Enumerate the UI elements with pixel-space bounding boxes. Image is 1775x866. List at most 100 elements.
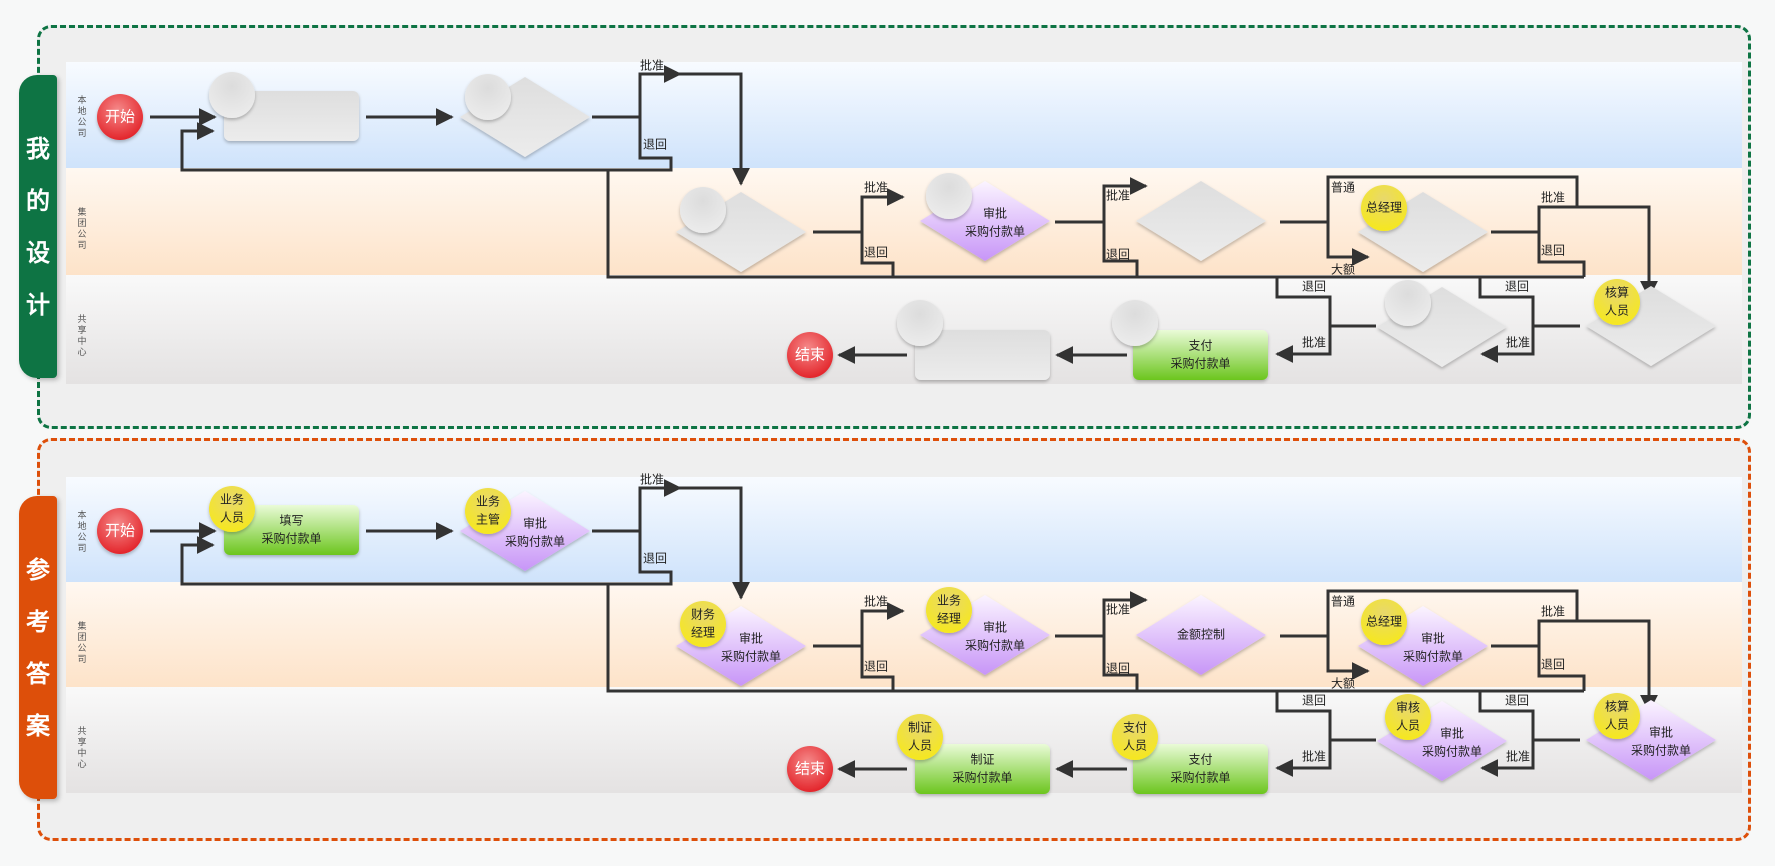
role-fill-form bbox=[209, 72, 255, 118]
lane-label: 共享中心 bbox=[77, 727, 87, 770]
start-node-label: 开始 bbox=[105, 522, 135, 540]
edge-label-large: 大额 bbox=[1331, 677, 1355, 691]
role-biz-mgr-label: 业务 bbox=[937, 593, 961, 608]
role-payment-label: 支付 bbox=[1123, 721, 1147, 735]
edge-label-approve: 批准 bbox=[1302, 749, 1326, 764]
edge-label-approve: 批准 bbox=[864, 594, 888, 609]
line-auditor-reject bbox=[1275, 277, 1332, 326]
arrow-amount-large bbox=[1326, 636, 1370, 680]
role-auditor bbox=[1385, 694, 1431, 740]
answer-flow: 开始填写采购付款单业务人员审批采购付款单业务主管批准退回审批采购付款单财务经理批… bbox=[97, 472, 1716, 794]
decision-general-manager-label: 采购付款单 bbox=[1403, 649, 1463, 664]
task-fill-form bbox=[224, 91, 359, 141]
task-voucher-label: 采购付款单 bbox=[952, 770, 1012, 785]
line-finance-reject bbox=[860, 646, 895, 691]
tab-char: 设 bbox=[26, 238, 50, 267]
edge-label-approve: 批准 bbox=[1106, 188, 1130, 203]
line-amount-normal bbox=[1280, 589, 1579, 638]
role-biz-supervisor bbox=[465, 74, 511, 120]
task-voucher bbox=[915, 744, 1050, 794]
line-accountant-reject bbox=[1478, 277, 1535, 326]
role-accountant-label: 核算 bbox=[1605, 285, 1629, 300]
task-fill-form-label: 填写 bbox=[279, 514, 303, 528]
decision-biz-mgr-label: 审批 bbox=[983, 620, 1007, 635]
tab-char: 的 bbox=[26, 186, 50, 215]
line-gm-reject bbox=[1537, 646, 1586, 691]
role-biz-supervisor bbox=[465, 488, 511, 534]
line-return-bus bbox=[606, 584, 1584, 693]
task-voucher-label: 制证 bbox=[970, 753, 994, 767]
arrow-supervisor-reject bbox=[180, 117, 673, 172]
arrow-auditor-approve bbox=[1275, 738, 1376, 777]
edge-label-normal: 普通 bbox=[1331, 181, 1355, 195]
edge-label-reject: 退回 bbox=[864, 246, 888, 260]
role-fill-form bbox=[209, 486, 255, 532]
arrow-supervisor-reject bbox=[180, 531, 673, 586]
lane-label: 本地公司 bbox=[77, 511, 87, 554]
line-bizmgr-reject bbox=[1102, 636, 1139, 691]
task-fill-form bbox=[224, 505, 359, 555]
edge-label-approve: 批准 bbox=[1541, 190, 1565, 205]
end-node bbox=[787, 332, 833, 378]
role-biz-mgr-label: 经理 bbox=[937, 612, 961, 626]
role-payment-label: 人员 bbox=[1123, 739, 1147, 753]
tab-char: 我 bbox=[26, 134, 50, 163]
tab-char: 考 bbox=[26, 607, 50, 636]
arrow-gm-approve bbox=[1491, 619, 1658, 713]
role-payment bbox=[1112, 714, 1158, 760]
edge-label-reject: 退回 bbox=[1302, 280, 1326, 294]
task-payment bbox=[1133, 330, 1268, 380]
edge-label-reject: 退回 bbox=[1106, 248, 1130, 262]
edge-label-reject: 退回 bbox=[1505, 694, 1529, 708]
lane-label: 集团公司 bbox=[77, 208, 87, 251]
decision-amount-control-label: 金额控制 bbox=[1177, 627, 1225, 642]
lane-label: 本地公司 bbox=[77, 96, 87, 139]
role-general-manager-label: 总经理 bbox=[1366, 615, 1402, 629]
arrow-auditor-approve bbox=[1275, 324, 1376, 363]
edge-label-reject: 退回 bbox=[864, 660, 888, 674]
edge-label-reject: 退回 bbox=[643, 552, 667, 566]
edge-label-reject: 退回 bbox=[1541, 244, 1565, 258]
tab-char: 答 bbox=[26, 659, 50, 688]
end-node bbox=[787, 746, 833, 792]
decision-amount-control bbox=[1136, 595, 1266, 675]
design-flow: 开始批准退回批准退回审批采购付款单批准退回普通大额总经理批准退回核算人员批准退回… bbox=[97, 58, 1716, 380]
task-payment bbox=[1133, 744, 1268, 794]
role-finance-mgr-label: 财务 bbox=[691, 607, 715, 622]
role-accountant-label: 人员 bbox=[1605, 304, 1629, 318]
arrow-amount-large bbox=[1326, 222, 1370, 266]
line-return-bus bbox=[606, 170, 1584, 279]
lane-label: 共享中心 bbox=[77, 315, 87, 358]
role-accountant bbox=[1594, 693, 1640, 739]
task-payment-label: 支付 bbox=[1188, 339, 1212, 353]
arrow-supervisor-approve bbox=[592, 479, 682, 533]
tab-char: 计 bbox=[26, 290, 50, 319]
role-biz-mgr bbox=[926, 587, 972, 633]
edge-label-approve: 批准 bbox=[864, 180, 888, 195]
decision-biz-mgr-label: 采购付款单 bbox=[965, 638, 1025, 653]
role-payment bbox=[1112, 300, 1158, 346]
edge-label-approve: 批准 bbox=[640, 472, 664, 487]
edge-label-reject: 退回 bbox=[1106, 662, 1130, 676]
role-voucher bbox=[897, 714, 943, 760]
decision-biz-mgr-label: 审批 bbox=[983, 206, 1007, 221]
decision-biz-supervisor-label: 采购付款单 bbox=[505, 534, 565, 549]
role-auditor-label: 审核 bbox=[1396, 700, 1420, 715]
role-biz-supervisor-label: 主管 bbox=[476, 512, 500, 527]
line-gm-reject bbox=[1537, 232, 1586, 277]
line-bizmgr-reject bbox=[1102, 222, 1139, 277]
decision-finance-mgr-label: 采购付款单 bbox=[721, 649, 781, 664]
edge-label-large: 大额 bbox=[1331, 263, 1355, 277]
tab-char: 参 bbox=[26, 555, 50, 584]
role-biz-mgr bbox=[926, 173, 972, 219]
arrow-finance-approve bbox=[813, 188, 905, 234]
decision-auditor-label: 审批 bbox=[1440, 726, 1464, 741]
decision-general-manager-label: 审批 bbox=[1421, 631, 1445, 646]
start-node bbox=[97, 94, 143, 140]
task-voucher bbox=[915, 330, 1050, 380]
line-amount-normal bbox=[1280, 175, 1579, 224]
edge-label-reject: 退回 bbox=[1541, 658, 1565, 672]
arrow-finance-approve bbox=[813, 602, 905, 648]
arrow-gm-approve bbox=[1491, 205, 1658, 299]
start-node-label: 开始 bbox=[105, 108, 135, 126]
